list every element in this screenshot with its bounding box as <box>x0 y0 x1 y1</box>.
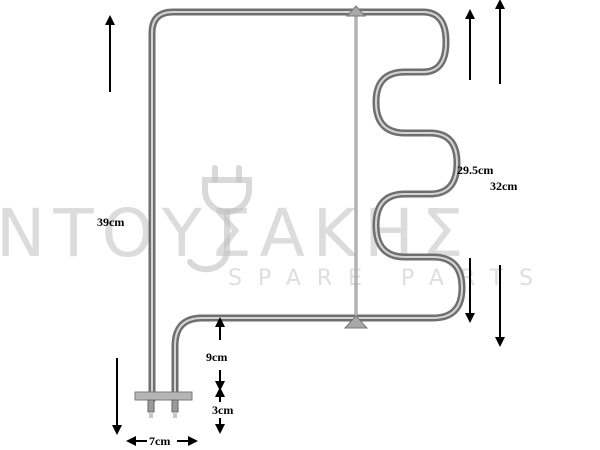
heating-element-tube <box>148 8 466 404</box>
mounting-plate <box>134 391 193 418</box>
label-32cm: 32cm <box>490 179 517 193</box>
dimension-arrows <box>105 0 505 446</box>
label-7cm: 7cm <box>149 434 170 448</box>
plug-logo-icon <box>187 165 252 273</box>
tube-highlight <box>151 11 463 401</box>
watermark: ΝΤΟΥΣΑΚΗΣ SPARE PARTS <box>0 165 549 291</box>
watermark-brand: ΝΤΟΥΣΑΚΗΣ <box>0 195 471 272</box>
label-39cm: 39cm <box>97 215 124 229</box>
label-29-5cm: 29.5cm <box>457 163 493 177</box>
label-3cm: 3cm <box>212 403 233 417</box>
label-9cm: 9cm <box>206 350 227 364</box>
watermark-subtitle: SPARE PARTS <box>228 266 549 291</box>
support-bracket <box>343 5 369 329</box>
